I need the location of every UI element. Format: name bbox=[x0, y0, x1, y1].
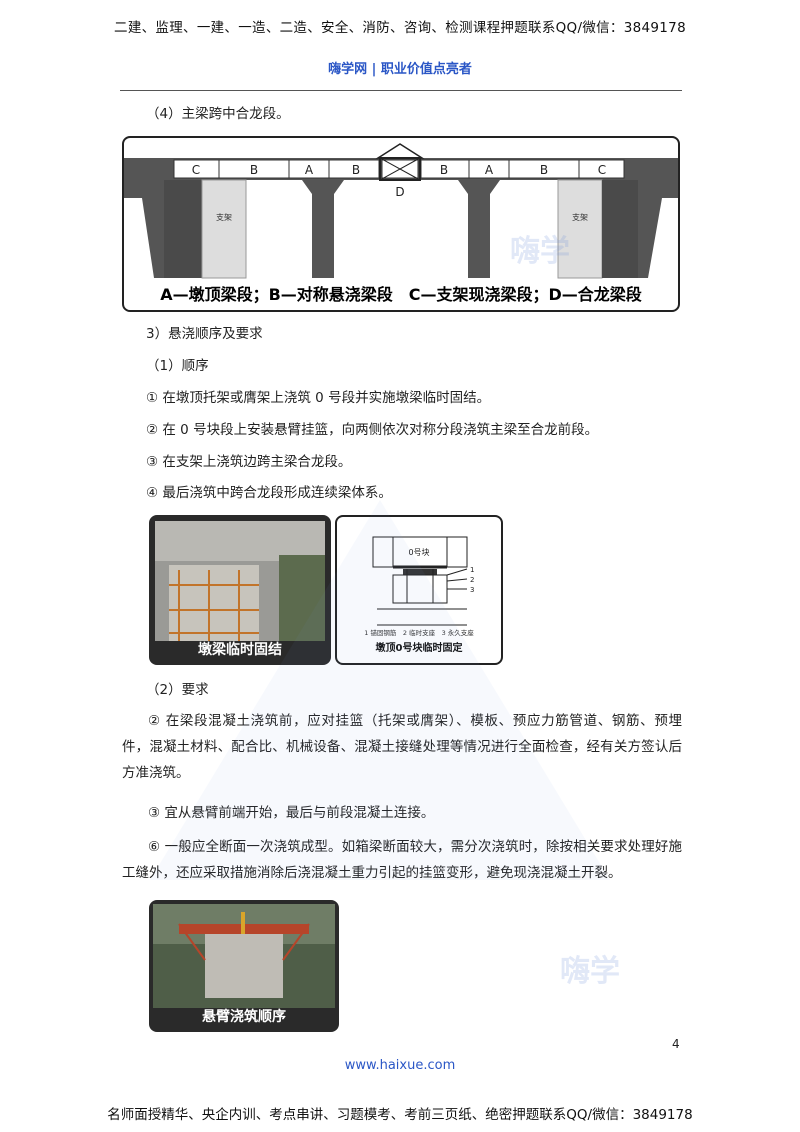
block0-number-2: 2 bbox=[470, 576, 474, 584]
order-item-2: ② 在 0 号块段上安装悬臂挂篮，向两侧依次对称分段浇筑主梁至合龙前段。 bbox=[146, 422, 599, 438]
diagram-block0-fixation: 0号块 1 2 3 1 锚固钢筋 2 临时支座 3 永久支座 墩顶0号块临时固定 bbox=[335, 515, 503, 665]
order-title: （1）顺序 bbox=[146, 358, 209, 374]
photo-bottom-caption: 悬臂浇筑顺序 bbox=[202, 1009, 286, 1025]
photo-pier-beam-image bbox=[155, 521, 325, 641]
header-top-text: 二建、监理、一建、一造、二造、安全、消防、咨询、检测课程押题联系QQ/微信：38… bbox=[114, 20, 686, 36]
diagram-label-b4: B bbox=[540, 163, 548, 177]
diagram-support-right: 支架 bbox=[572, 212, 588, 222]
section-4-title: （4）主梁跨中合龙段。 bbox=[146, 106, 290, 122]
watermark-logo-1: 嗨学 bbox=[510, 234, 570, 269]
block0-label: 0号块 bbox=[408, 547, 429, 557]
requirement-paragraph-2: ③ 宜从悬臂前端开始，最后与前段混凝土连接。 bbox=[148, 805, 435, 821]
order-item-4: ④ 最后浇筑中跨合龙段形成连续梁体系。 bbox=[146, 485, 392, 501]
watermark-logo-2: 嗨学 bbox=[560, 954, 620, 989]
photo-left-caption: 墩梁临时固结 bbox=[198, 642, 282, 658]
bridge-segment-diagram: C B A B B A B C D 支架 支架 A—墩顶梁段；B—对称悬浇梁段 … bbox=[122, 136, 680, 312]
block0-number-1: 1 bbox=[470, 566, 474, 574]
block0-number-3: 3 bbox=[470, 586, 474, 594]
requirements-title: （2）要求 bbox=[146, 682, 209, 698]
bridge-diagram-svg: C B A B B A B C D 支架 支架 A—墩顶梁段；B—对称悬浇梁段 … bbox=[124, 143, 678, 304]
diagram-caption: A—墩顶梁段；B—对称悬浇梁段 C—支架现浇梁段；D—合龙梁段 bbox=[160, 285, 643, 304]
diagram-support-left: 支架 bbox=[216, 212, 232, 222]
footer-text: 名师面授精华、央企内训、考点串讲、习题模考、考前三页纸、绝密押题联系QQ/微信：… bbox=[107, 1107, 693, 1123]
header-brand-line: 嗨学网 | 职业价值点亮者 bbox=[328, 62, 472, 77]
diagram-label-a-left: A bbox=[305, 163, 314, 177]
diagram-label-b3: B bbox=[440, 163, 448, 177]
diagram-label-a-right: A bbox=[485, 163, 494, 177]
diagram-label-d: D bbox=[395, 185, 404, 199]
order-item-1: ① 在墩顶托架或膺架上浇筑 0 号段并实施墩梁临时固结。 bbox=[146, 390, 491, 406]
photo-cantilever-pouring: 悬臂浇筑顺序 bbox=[149, 900, 339, 1032]
diagram-label-c-right: C bbox=[598, 163, 606, 177]
order-item-3: ③ 在支架上浇筑边跨主梁合龙段。 bbox=[146, 454, 352, 470]
cantilever-photo-image bbox=[153, 904, 335, 1008]
requirement-paragraph-3: ⑥ 一般应全断面一次浇筑成型。如箱梁断面较大，需分次浇筑时，除按相关要求处理好施… bbox=[122, 839, 682, 881]
block0-diagram-svg: 0号块 1 2 3 1 锚固钢筋 2 临时支座 3 永久支座 墩顶0号块临时固定 bbox=[364, 536, 474, 654]
requirement-paragraph-1: ② 在梁段混凝土浇筑前，应对挂篮（托架或膺架）、模板、预应力筋管道、钢筋、预埋件… bbox=[122, 713, 682, 781]
diagram-label-c-left: C bbox=[192, 163, 200, 177]
page-number: 4 bbox=[672, 1037, 680, 1051]
header-divider bbox=[120, 90, 682, 91]
diagram-label-b2: B bbox=[352, 163, 360, 177]
block0-caption: 墩顶0号块临时固定 bbox=[376, 641, 463, 654]
watermark-triangle bbox=[150, 500, 610, 880]
section-3-title: 3）悬浇顺序及要求 bbox=[146, 326, 263, 342]
footer-url-link[interactable]: www.haixue.com bbox=[344, 1058, 456, 1073]
diagram-label-b1: B bbox=[250, 163, 258, 177]
photo-pier-beam-fixation: 墩梁临时固结 bbox=[149, 515, 331, 665]
block0-legend: 1 锚固钢筋 2 临时支座 3 永久支座 bbox=[364, 628, 474, 637]
